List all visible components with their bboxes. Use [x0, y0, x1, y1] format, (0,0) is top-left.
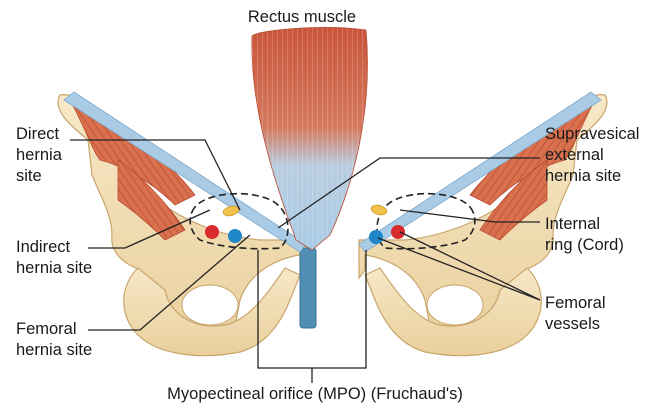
indirect-hernia-site-label: Indirect hernia site — [16, 237, 92, 279]
direct-hernia-site-label: Direct hernia site — [16, 124, 62, 187]
right-artery-icon — [391, 225, 405, 239]
supravesical-hernia-site-label: Supravesical external hernia site — [545, 124, 639, 187]
mpo-label: Myopectineal orifice (MPO) (Fruchaud's) — [130, 384, 500, 405]
right-cord-icon — [370, 204, 388, 217]
left-artery-icon — [205, 225, 219, 239]
femoral-hernia-site-label: Femoral hernia site — [16, 319, 92, 361]
left-vein-icon — [228, 229, 242, 243]
femoral-vessels-label: Femoral vessels — [545, 293, 606, 335]
internal-ring-label: Internal ring (Cord) — [545, 214, 624, 256]
rectus-muscle — [252, 28, 368, 250]
right-vein-icon — [369, 230, 383, 244]
rectus-muscle-label: Rectus muscle — [232, 7, 372, 28]
